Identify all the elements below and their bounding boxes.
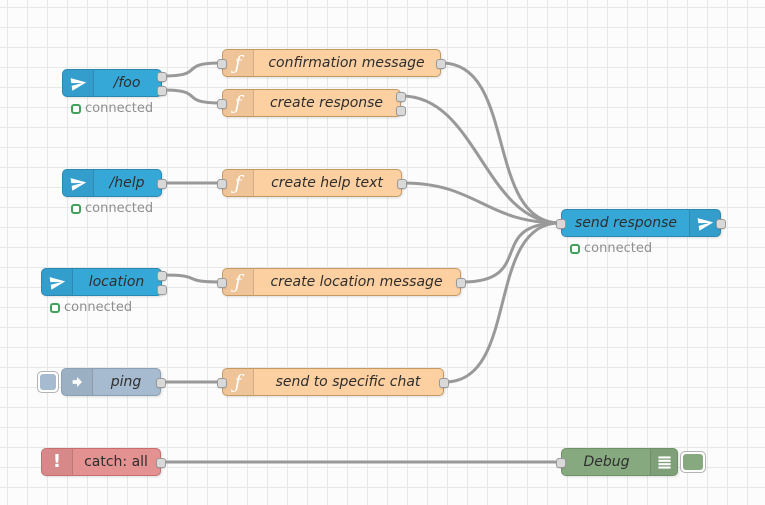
output-port-0[interactable] <box>456 278 466 288</box>
node-help[interactable]: /help <box>62 169 167 197</box>
inject-button[interactable] <box>37 371 59 393</box>
output-port-0[interactable] <box>157 179 167 189</box>
input-port[interactable] <box>217 99 227 109</box>
wire-foo-to-create-response[interactable] <box>161 88 223 105</box>
node-confirmation[interactable]: ƒ confirmation message <box>217 49 446 77</box>
output-port-1[interactable] <box>396 106 406 116</box>
paper-plane-icon <box>63 170 94 196</box>
node-label: /foo <box>113 75 141 91</box>
status-label: connected <box>85 101 154 116</box>
status-label: connected <box>85 201 154 216</box>
output-port-0[interactable] <box>157 72 167 82</box>
exclamation-icon: ! <box>42 449 73 475</box>
status-connected-icon <box>71 203 81 214</box>
paper-plane-icon <box>63 70 94 96</box>
node-send-specific[interactable]: ƒ send to specific chat <box>217 368 449 396</box>
input-port[interactable] <box>217 278 227 288</box>
list-icon <box>650 449 677 475</box>
paper-plane-icon <box>689 210 720 236</box>
status-connected-icon <box>71 103 81 114</box>
node-location[interactable]: location <box>41 268 167 296</box>
node-label: /help <box>109 175 145 191</box>
input-port[interactable] <box>556 458 566 468</box>
wire-create-location-to-send-response[interactable] <box>460 221 562 284</box>
wire-confirmation-to-send-response[interactable] <box>440 61 562 225</box>
output-port-1[interactable] <box>157 86 167 96</box>
paper-plane-icon <box>42 269 73 295</box>
output-port-0[interactable] <box>439 378 449 388</box>
status-label: connected <box>64 300 133 315</box>
function-icon: ƒ <box>223 269 254 295</box>
node-create-location[interactable]: ƒ create location message <box>217 268 466 296</box>
output-port-0[interactable] <box>397 179 407 189</box>
output-port-0[interactable] <box>716 219 726 229</box>
node-label: confirmation message <box>268 55 425 71</box>
node-debug[interactable]: Debug <box>556 448 678 476</box>
input-port[interactable] <box>217 378 227 388</box>
node-create-response[interactable]: ƒ create response <box>217 89 406 117</box>
node-label: catch: all <box>84 454 148 470</box>
debug-toggle-face <box>683 454 703 470</box>
output-port-0[interactable] <box>156 378 166 388</box>
output-port-0[interactable] <box>436 59 446 69</box>
inject-button-face <box>40 374 56 390</box>
debug-toggle-button[interactable] <box>680 451 706 473</box>
node-label: create location message <box>270 274 443 290</box>
node-label: create response <box>269 95 384 111</box>
node-status: connected <box>570 241 652 256</box>
status-label: connected <box>584 241 653 256</box>
node-foo[interactable]: /foo <box>62 69 167 97</box>
node-label: send response <box>574 215 677 231</box>
wire-location-to-create-location[interactable] <box>161 273 223 284</box>
arrow-right-icon <box>62 369 93 395</box>
node-ping[interactable]: ping <box>61 368 166 396</box>
wire-create-response-to-send-response[interactable] <box>400 94 562 225</box>
node-create-help[interactable]: ƒ create help text <box>217 169 407 197</box>
node-label: ping <box>110 374 142 390</box>
output-port-1[interactable] <box>157 285 167 295</box>
wire-foo-to-confirmation[interactable] <box>161 61 223 78</box>
node-label: location <box>88 274 145 290</box>
node-status: connected <box>71 201 153 216</box>
node-label: Debug <box>583 454 630 470</box>
function-icon: ƒ <box>223 170 254 196</box>
output-port-0[interactable] <box>156 458 166 468</box>
wire-create-help-to-send-response[interactable] <box>401 181 562 225</box>
input-port[interactable] <box>217 179 227 189</box>
status-connected-icon <box>50 302 60 313</box>
status-connected-icon <box>570 243 580 254</box>
node-status: connected <box>50 300 132 315</box>
wire-send-specific-to-send-response[interactable] <box>443 221 562 384</box>
node-label: send to specific chat <box>275 374 421 390</box>
input-port[interactable] <box>556 219 566 229</box>
function-icon: ƒ <box>223 369 254 395</box>
node-catch[interactable]: ! catch: all <box>41 448 166 476</box>
output-port-0[interactable] <box>157 271 167 281</box>
node-send-response[interactable]: send response <box>556 209 726 237</box>
node-label: create help text <box>271 175 383 191</box>
input-port[interactable] <box>217 59 227 69</box>
node-status: connected <box>71 101 153 116</box>
function-icon: ƒ <box>223 50 254 76</box>
output-port-0[interactable] <box>396 92 406 102</box>
function-icon: ƒ <box>223 90 254 116</box>
